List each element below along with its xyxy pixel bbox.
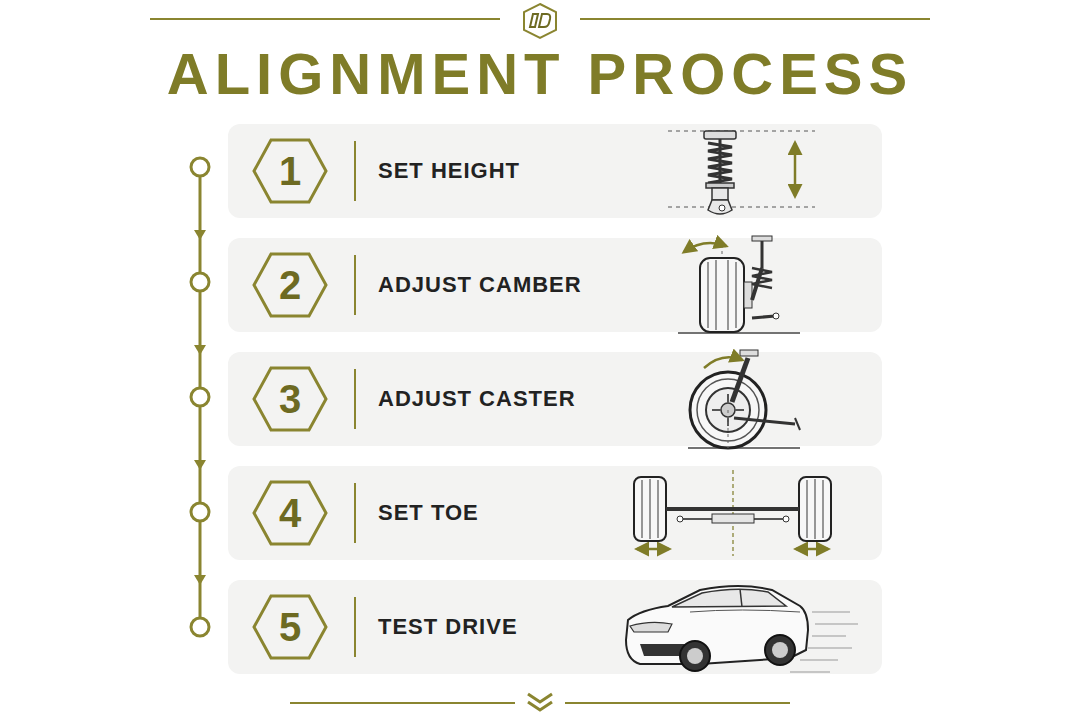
- step-band: SET HEIGHT 1: [228, 124, 882, 218]
- divider-line: [354, 483, 356, 543]
- timeline: [191, 158, 209, 636]
- step-label: ADJUST CAMBER: [378, 272, 582, 298]
- step-band: SET TOE 4: [228, 466, 882, 560]
- caster-illustration: [688, 350, 800, 448]
- car-illustration: [626, 586, 858, 672]
- divider-line: [354, 141, 356, 201]
- step-hexagon: 2: [252, 252, 328, 318]
- step-hexagon: 5: [252, 594, 328, 660]
- toe-illustration: [634, 470, 831, 556]
- divider-line: [354, 597, 356, 657]
- step-hexagon: 1: [252, 138, 328, 204]
- step-number: 5: [252, 594, 328, 660]
- step-number: 3: [252, 366, 328, 432]
- bottom-rule: [290, 694, 790, 710]
- timeline-arrowheads: [194, 230, 206, 585]
- logo: [524, 4, 556, 38]
- coilover-illustration: [668, 131, 815, 214]
- divider-line: [354, 255, 356, 315]
- step-band: ADJUST CASTER 3: [228, 352, 882, 446]
- diagram-title: ALIGNMENT PROCESS: [0, 40, 1080, 107]
- step-label: ADJUST CASTER: [378, 386, 576, 412]
- camber-illustration: [678, 236, 800, 333]
- step-band: ADJUST CAMBER 2: [228, 238, 882, 332]
- step-number: 2: [252, 252, 328, 318]
- divider-line: [354, 369, 356, 429]
- step-label: SET TOE: [378, 500, 479, 526]
- step-label: TEST DRIVE: [378, 614, 518, 640]
- step-hexagon: 3: [252, 366, 328, 432]
- step-number: 1: [252, 138, 328, 204]
- step-hexagon: 4: [252, 480, 328, 546]
- step-label: SET HEIGHT: [378, 158, 520, 184]
- step-number: 4: [252, 480, 328, 546]
